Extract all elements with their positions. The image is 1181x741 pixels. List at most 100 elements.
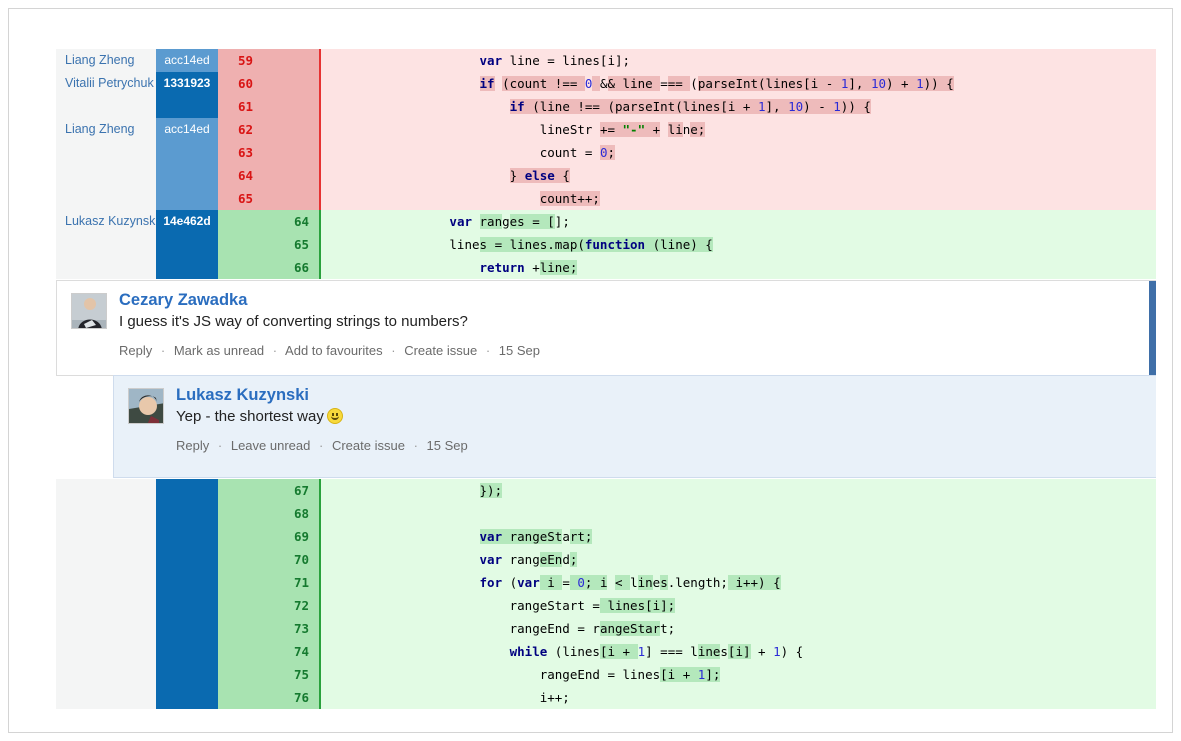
action-separator: ·: [413, 438, 418, 453]
line-number: 63: [218, 141, 319, 164]
code-content: for (var i = 0; i < lines.length; i++) {: [319, 571, 1156, 594]
comment-text: I guess it's JS way of converting string…: [119, 313, 468, 330]
code-content: lineStr += "-" + line;: [319, 118, 1156, 141]
code-line[interactable]: 76 i++;: [56, 686, 1156, 709]
code-line[interactable]: 72 rangeStart = lines[i];: [56, 594, 1156, 617]
blame-author: [56, 256, 156, 279]
code-line[interactable]: 63 count = 0;: [56, 141, 1156, 164]
blame-commit-hash: [156, 663, 218, 686]
blame-commit-hash: [156, 594, 218, 617]
code-content: if (count !== 0 && line === (parseInt(li…: [319, 72, 1156, 95]
mark-as-unread-link[interactable]: Mark as unread: [173, 343, 265, 358]
blame-author: [56, 502, 156, 525]
action-separator: ·: [272, 343, 278, 358]
code-line[interactable]: 68: [56, 502, 1156, 525]
line-number: 64: [218, 210, 319, 233]
line-number: 74: [218, 640, 319, 663]
comment-text: Yep - the shortest way: [176, 406, 1156, 428]
line-number: 69: [218, 525, 319, 548]
code-line[interactable]: 65 count++;: [56, 187, 1156, 210]
blame-author: [56, 95, 156, 118]
line-number: 66: [218, 256, 319, 279]
blame-author: [56, 686, 156, 709]
comment-author[interactable]: Lukasz Kuzynski: [176, 386, 309, 404]
blame-author[interactable]: Liang Zheng: [56, 118, 156, 141]
line-number: 68: [218, 502, 319, 525]
add-to-favourites-link[interactable]: Add to favourites: [285, 343, 383, 358]
code-line[interactable]: 73 rangeEnd = rangeStart;: [56, 617, 1156, 640]
smiley-emoji-icon: [326, 408, 343, 424]
blame-commit-hash[interactable]: 1331923: [156, 72, 218, 95]
blame-author[interactable]: Vitalii Petrychuk: [56, 72, 156, 95]
blame-author[interactable]: Liang Zheng: [56, 49, 156, 72]
leave-unread-link[interactable]: Leave unread: [230, 438, 311, 453]
line-number: 67: [218, 479, 319, 502]
blame-commit-hash: [156, 525, 218, 548]
create-issue-link[interactable]: Create issue: [404, 343, 478, 358]
comment-date: 15 Sep: [426, 438, 468, 453]
code-line[interactable]: 69 var rangeStart;: [56, 525, 1156, 548]
blame-author: [56, 548, 156, 571]
code-line[interactable]: 71 for (var i = 0; i < lines.length; i++…: [56, 571, 1156, 594]
blame-commit-hash: [156, 187, 218, 210]
blame-author[interactable]: Lukasz Kuzynski: [56, 210, 156, 233]
line-number: 76: [218, 686, 319, 709]
blame-commit-hash: [156, 233, 218, 256]
comment-root[interactable]: Cezary Zawadka I guess it's JS way of co…: [56, 280, 1156, 376]
code-line[interactable]: 74 while (lines[i + 1] === lines[i] + 1)…: [56, 640, 1156, 663]
code-line[interactable]: 75 rangeEnd = lines[i + 1];: [56, 663, 1156, 686]
line-number: 73: [218, 617, 319, 640]
code-content: i++;: [319, 686, 1156, 709]
blame-commit-hash[interactable]: acc14ed: [156, 49, 218, 72]
line-number: 71: [218, 571, 319, 594]
code-content: var rangeEnd;: [319, 548, 1156, 571]
code-content: } else {: [319, 164, 1156, 187]
code-content: });: [319, 479, 1156, 502]
blame-author: [56, 640, 156, 663]
comment-text-body: Yep - the shortest way: [176, 408, 324, 425]
code-line[interactable]: 61 if (line !== (parseInt(lines[i + 1], …: [56, 95, 1156, 118]
code-line[interactable]: 66 return +line;: [56, 256, 1156, 279]
line-number: 65: [218, 187, 319, 210]
comment-thread: Cezary Zawadka I guess it's JS way of co…: [56, 280, 1156, 478]
create-issue-link[interactable]: Create issue: [331, 438, 405, 453]
blame-commit-hash: [156, 686, 218, 709]
blame-author: [56, 141, 156, 164]
code-content: lines = lines.map(function (line) {: [319, 233, 1156, 256]
code-content: rangeEnd = lines[i + 1];: [319, 663, 1156, 686]
code-content: var ranges = [];: [319, 210, 1156, 233]
comment-author[interactable]: Cezary Zawadka: [119, 291, 248, 309]
code-line[interactable]: 65 lines = lines.map(function (line) {: [56, 233, 1156, 256]
comment-reply[interactable]: Lukasz Kuzynski Yep - the shortest way R…: [113, 375, 1156, 478]
comment-actions: Reply · Mark as unread · Add to favourit…: [119, 342, 1156, 360]
avatar: [128, 388, 164, 424]
blame-author: [56, 525, 156, 548]
blame-commit-hash: [156, 640, 218, 663]
reply-link[interactable]: Reply: [119, 343, 153, 358]
line-number: 62: [218, 118, 319, 141]
blame-commit-hash[interactable]: acc14ed: [156, 118, 218, 141]
line-number: 70: [218, 548, 319, 571]
code-content: while (lines[i + 1] === lines[i] + 1) {: [319, 640, 1156, 663]
comment-date: 15 Sep: [498, 343, 540, 358]
line-number: 64: [218, 164, 319, 187]
comment-actions: Reply · Leave unread · Create issue · 15…: [176, 437, 1156, 455]
blame-author: [56, 187, 156, 210]
blame-author: [56, 164, 156, 187]
code-line[interactable]: 70 var rangeEnd;: [56, 548, 1156, 571]
blame-author: [56, 233, 156, 256]
blame-commit-hash: [156, 256, 218, 279]
code-line[interactable]: 67 });: [56, 479, 1156, 502]
action-separator: ·: [485, 343, 491, 358]
blame-author: [56, 594, 156, 617]
blame-commit-hash[interactable]: 14e462d: [156, 210, 218, 233]
reply-link[interactable]: Reply: [176, 438, 210, 453]
blame-author: [56, 663, 156, 686]
code-line[interactable]: 64 } else {: [56, 164, 1156, 187]
